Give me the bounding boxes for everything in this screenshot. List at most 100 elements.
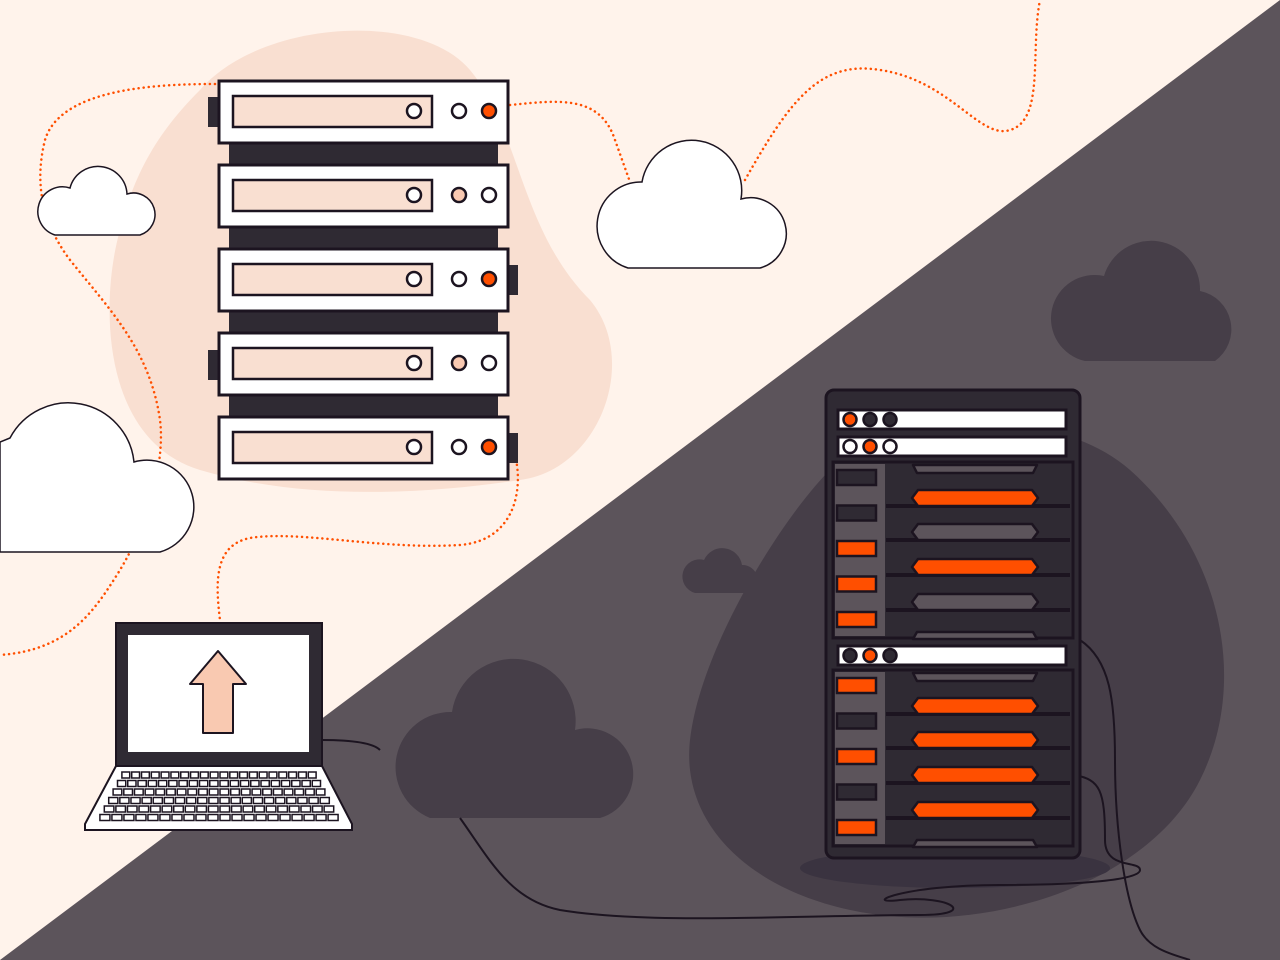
key <box>157 779 168 788</box>
status-led <box>450 270 468 288</box>
key <box>250 779 260 788</box>
key <box>187 788 198 796</box>
cloud-icon <box>0 402 195 553</box>
keyboard <box>99 771 339 822</box>
server-icon <box>217 415 510 481</box>
drive-bay <box>911 463 1039 475</box>
key <box>311 779 322 788</box>
indicator-light <box>835 676 878 695</box>
key <box>161 805 173 813</box>
key <box>174 796 186 805</box>
dotted-connections <box>0 0 1042 657</box>
key <box>219 779 229 788</box>
key <box>140 771 151 779</box>
key <box>229 779 240 788</box>
key <box>144 788 155 796</box>
server-icon <box>217 331 510 397</box>
key <box>196 796 208 805</box>
key <box>267 813 279 822</box>
drive-bay <box>910 488 1040 508</box>
key <box>123 788 134 796</box>
indicator-light <box>835 818 878 837</box>
key <box>116 779 127 788</box>
key <box>207 813 219 822</box>
key <box>209 779 219 788</box>
key <box>183 813 195 822</box>
rack-section <box>831 460 1075 641</box>
status-led <box>882 438 898 455</box>
key <box>263 796 275 805</box>
server-icon <box>217 163 510 229</box>
status-led <box>882 411 898 428</box>
key <box>180 771 190 779</box>
key <box>160 771 170 779</box>
indicator-light <box>835 539 878 558</box>
indicator-light <box>835 783 878 801</box>
key <box>327 813 339 822</box>
key <box>189 771 200 779</box>
server-rack-icon <box>824 388 1082 860</box>
key <box>251 788 262 796</box>
key <box>230 805 242 813</box>
key <box>303 813 315 822</box>
indicator-light <box>835 610 878 629</box>
key <box>99 813 111 822</box>
key <box>291 779 301 788</box>
key <box>277 805 289 813</box>
status-led <box>450 354 468 372</box>
key <box>219 796 230 805</box>
key <box>268 771 278 779</box>
key <box>219 788 230 796</box>
key <box>231 813 243 822</box>
status-led <box>882 647 898 664</box>
key <box>111 813 123 822</box>
server-icon <box>217 247 510 313</box>
key <box>287 771 298 779</box>
indicator-light <box>835 504 878 522</box>
key <box>208 788 219 796</box>
key <box>323 805 335 813</box>
status-led <box>480 438 498 456</box>
key <box>307 771 317 779</box>
key <box>229 771 239 779</box>
mounting-ear <box>208 350 218 380</box>
key <box>147 779 158 788</box>
rack-section <box>831 668 1075 849</box>
status-led <box>480 354 498 372</box>
key <box>308 796 319 805</box>
key <box>199 771 209 779</box>
server-icon <box>217 79 510 145</box>
key <box>283 788 294 796</box>
status-led <box>450 186 468 204</box>
key <box>260 779 270 788</box>
indicator-light <box>835 712 878 730</box>
dark-cloud-icon <box>395 658 634 818</box>
key <box>196 805 208 813</box>
drive-slot <box>231 94 434 129</box>
status-led <box>842 647 858 664</box>
key <box>141 796 152 805</box>
key <box>130 771 141 779</box>
key <box>188 779 199 788</box>
key <box>119 796 130 805</box>
key <box>286 796 297 805</box>
key <box>197 788 209 796</box>
key <box>297 771 308 779</box>
cloud-icon <box>37 165 156 236</box>
status-bar <box>836 408 1068 431</box>
key <box>103 805 115 813</box>
laptop-icon <box>84 622 353 831</box>
slot-button <box>405 270 423 288</box>
key <box>242 805 254 813</box>
drive-bay <box>911 630 1039 641</box>
drive-bay <box>910 696 1040 716</box>
key <box>278 771 288 779</box>
status-led <box>450 438 468 456</box>
key <box>255 813 267 822</box>
key <box>165 788 176 796</box>
drive-bay <box>910 592 1040 612</box>
drive-slot <box>231 346 434 381</box>
key <box>185 796 197 805</box>
drive-bay <box>910 557 1040 577</box>
status-led <box>480 102 498 120</box>
